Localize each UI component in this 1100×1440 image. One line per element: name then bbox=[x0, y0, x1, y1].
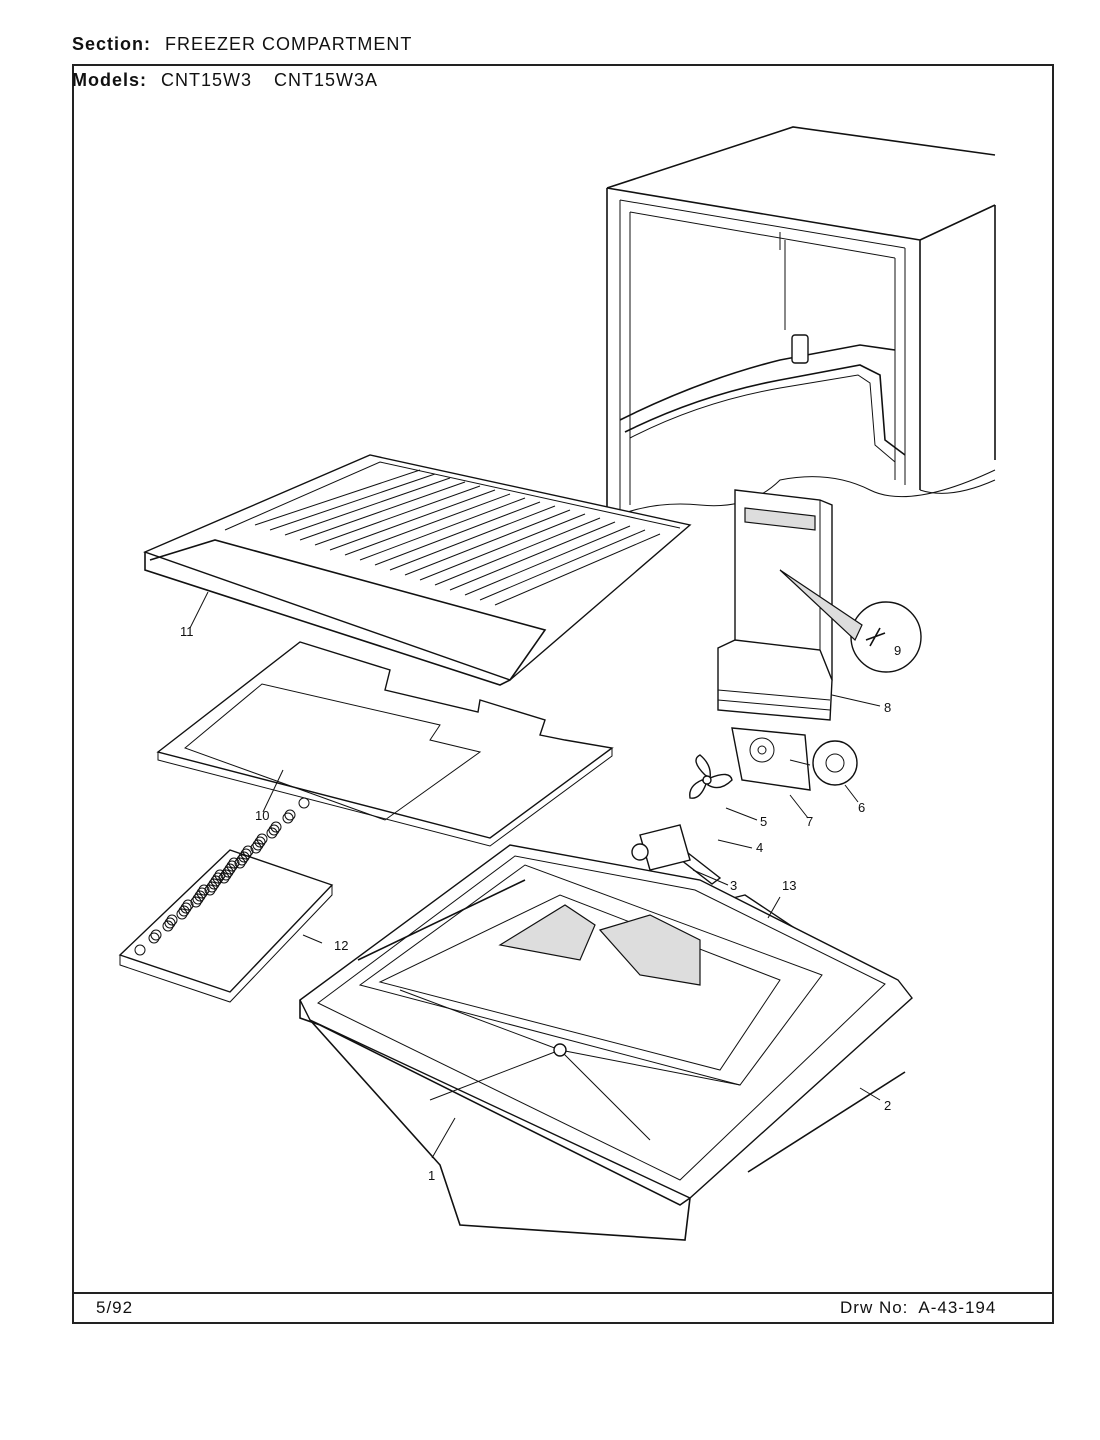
ice-cube-cell bbox=[298, 797, 310, 809]
section-header: Section: FREEZER COMPARTMENT bbox=[72, 34, 434, 55]
ice-cube-cell bbox=[228, 857, 240, 869]
part-3-fan-motor bbox=[631, 824, 691, 871]
ice-cube-cell bbox=[150, 929, 162, 941]
ice-cube-cell bbox=[270, 821, 282, 833]
drawing-label: Drw No: bbox=[840, 1298, 909, 1317]
ice-cube-cell bbox=[236, 854, 248, 866]
ice-cube-cell bbox=[148, 932, 160, 944]
callout-7: 7 bbox=[806, 814, 813, 829]
ice-cube-cell bbox=[218, 872, 230, 884]
drawing-number: A-43-194 bbox=[918, 1298, 997, 1317]
ice-cube-cell bbox=[254, 836, 266, 848]
callout-13: 13 bbox=[782, 878, 796, 893]
ice-cube-cell bbox=[256, 833, 268, 845]
callout-5: 5 bbox=[760, 814, 767, 829]
callout-8: 8 bbox=[884, 700, 891, 715]
ice-cube-cell bbox=[234, 857, 246, 869]
part-10-plate bbox=[156, 641, 614, 847]
part-9-screw bbox=[779, 569, 922, 673]
ice-cube-cell bbox=[222, 866, 234, 878]
drawing-date: 5/92 bbox=[96, 1298, 134, 1317]
ice-cube-cell bbox=[198, 884, 210, 896]
callout-9: 9 bbox=[894, 643, 901, 658]
ice-cube-cell bbox=[166, 914, 178, 926]
ice-cube-cell bbox=[206, 881, 218, 893]
part-1-liner bbox=[299, 844, 913, 1241]
ice-cube-cell bbox=[242, 845, 254, 857]
ice-cube-cell bbox=[240, 848, 252, 860]
models-header: Models: CNT15W3 CNT15W3A bbox=[72, 70, 400, 91]
ice-cube-cell bbox=[176, 908, 188, 920]
footer-divider bbox=[72, 1292, 1054, 1294]
callout-10: 10 bbox=[255, 808, 269, 823]
ice-cube-cell bbox=[282, 812, 294, 824]
ice-cube-cell bbox=[210, 875, 222, 887]
model-1: CNT15W3 bbox=[161, 70, 253, 90]
ice-cube-cell bbox=[190, 896, 202, 908]
ice-cube-cell bbox=[284, 809, 296, 821]
part-11-shelf bbox=[143, 454, 692, 686]
callout-11: 11 bbox=[180, 624, 194, 639]
callout-12: 12 bbox=[334, 938, 348, 953]
ice-cube-cell bbox=[220, 869, 232, 881]
ice-cube-cell bbox=[268, 824, 280, 836]
ice-cube-cell bbox=[214, 869, 226, 881]
ice-cube-cell bbox=[164, 917, 176, 929]
ice-cube-cell bbox=[266, 827, 278, 839]
leader-lines bbox=[189, 591, 881, 1159]
ice-cube-cell bbox=[226, 860, 238, 872]
section-value: FREEZER COMPARTMENT bbox=[165, 34, 413, 54]
models-label: Models: bbox=[72, 70, 148, 90]
part-5-fan-blade bbox=[689, 754, 733, 799]
part-7-motor-bracket bbox=[731, 727, 811, 791]
ice-cube-cell bbox=[194, 890, 206, 902]
callout-2: 2 bbox=[884, 1098, 891, 1113]
ice-cube-cell bbox=[196, 887, 208, 899]
ice-cube-cell bbox=[252, 839, 264, 851]
callout-labels: 1 2 3 4 5 6 7 8 9 10 11 12 13 bbox=[180, 624, 901, 1183]
ice-cube-cell bbox=[250, 842, 262, 854]
cabinet-illustration bbox=[606, 126, 996, 521]
ice-cube-cell bbox=[180, 902, 192, 914]
callout-1: 1 bbox=[428, 1168, 435, 1183]
ice-cube-cell bbox=[204, 884, 216, 896]
callout-3: 3 bbox=[730, 878, 737, 893]
ice-cube-cell bbox=[182, 899, 194, 911]
ice-cube-cell bbox=[134, 944, 146, 956]
drawing-frame bbox=[72, 64, 1054, 1324]
ice-cube-grid bbox=[134, 797, 310, 956]
callout-6: 6 bbox=[858, 800, 865, 815]
ice-cube-cell bbox=[212, 872, 224, 884]
ice-cube-cell bbox=[192, 893, 204, 905]
ice-cube-cell bbox=[208, 878, 220, 890]
part-2-gaskets bbox=[357, 879, 906, 1173]
model-2: CNT15W3A bbox=[274, 70, 379, 90]
ice-cube-cell bbox=[224, 863, 236, 875]
drawing-number-block: Drw No: A-43-194 bbox=[840, 1298, 996, 1318]
ice-cube-cell bbox=[238, 851, 250, 863]
callout-4: 4 bbox=[756, 840, 763, 855]
part-12-ice-tray bbox=[118, 797, 334, 1003]
ice-cube-cell bbox=[178, 905, 190, 917]
section-label: Section: bbox=[72, 34, 152, 54]
ice-cube-cell bbox=[162, 920, 174, 932]
part-8-air-duct bbox=[717, 489, 833, 721]
part-6-grommet bbox=[789, 740, 858, 786]
